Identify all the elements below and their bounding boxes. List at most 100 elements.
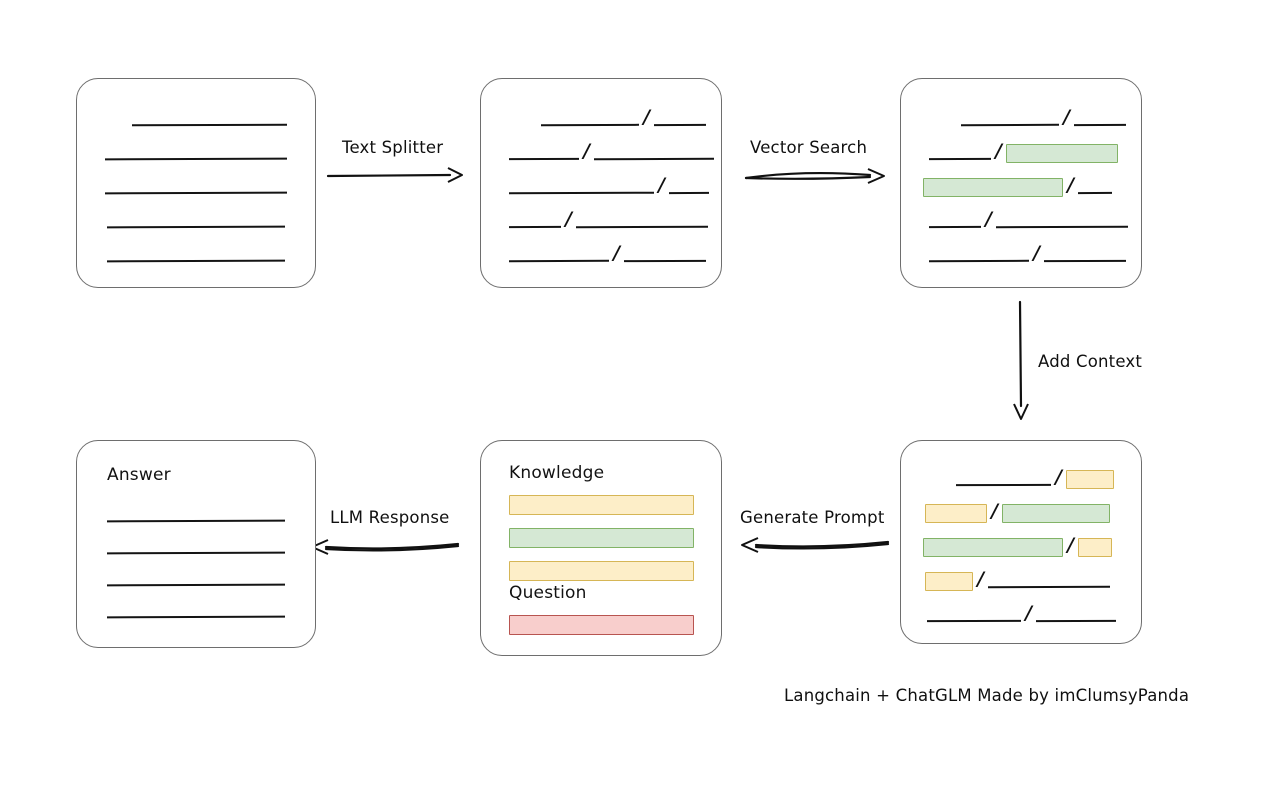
- context-chunk-highlight: [925, 504, 987, 523]
- arrow-text-splitter: Text Splitter: [326, 138, 466, 188]
- prompt-box-content: Knowledge Question: [481, 441, 721, 655]
- knowledge-bar: [509, 561, 694, 581]
- retrieved-chunk-highlight: [923, 178, 1063, 197]
- text-rule: [1073, 123, 1126, 127]
- knowledge-label: Knowledge: [509, 463, 605, 483]
- segment-separator: /: [658, 174, 665, 196]
- doc-line: /: [901, 569, 1141, 591]
- answer-label: Answer: [107, 465, 171, 485]
- text-rule: [540, 123, 640, 127]
- text-rule: [1035, 619, 1116, 623]
- context-document-lines: / / / / /: [901, 441, 1141, 643]
- doc-line: [77, 567, 315, 589]
- question-bar: [509, 615, 694, 635]
- retrieved-chunk-highlight: [923, 538, 1063, 557]
- segment-separator: /: [1067, 534, 1074, 556]
- knowledge-bar: [509, 528, 694, 548]
- text-rule: [508, 259, 610, 263]
- text-rule: [508, 191, 655, 195]
- doc-line: /: [901, 209, 1141, 231]
- text-rule: [106, 225, 286, 229]
- doc-line: [77, 209, 315, 231]
- arrow-right-icon: [744, 168, 885, 184]
- doc-line: /: [481, 209, 721, 231]
- text-rule: [1077, 191, 1112, 195]
- text-rule: [987, 585, 1110, 589]
- doc-line: /: [901, 501, 1141, 523]
- footer-credit: Langchain + ChatGLM Made by imClumsyPand…: [784, 686, 1190, 705]
- split-document-lines: / / / / /: [481, 79, 721, 287]
- doc-line: [77, 503, 315, 525]
- prompt-box: Knowledge Question: [480, 440, 722, 656]
- segment-separator: /: [613, 242, 620, 264]
- doc-line: /: [901, 535, 1141, 557]
- doc-line: /: [481, 107, 721, 129]
- text-rule: [106, 615, 286, 619]
- retrieved-chunk-highlight: [1005, 144, 1118, 163]
- doc-line: /: [901, 175, 1141, 197]
- doc-line: [77, 175, 315, 197]
- text-rule: [575, 225, 708, 229]
- segment-separator: /: [991, 500, 998, 522]
- segment-separator: /: [1067, 174, 1074, 196]
- retrieved-document-box: / / / / /: [900, 78, 1142, 288]
- context-document-box: / / / / /: [900, 440, 1142, 644]
- doc-line: /: [481, 243, 721, 265]
- arrow-left-icon: [311, 539, 460, 555]
- text-rule: [593, 157, 714, 161]
- context-chunk-highlight: [1077, 538, 1112, 557]
- arrow-generate-prompt: Generate Prompt: [740, 508, 890, 558]
- context-chunk-highlight: [925, 572, 973, 591]
- doc-line: /: [901, 141, 1141, 163]
- text-rule: [928, 157, 992, 161]
- arrow-label-add-context: Add Context: [1038, 352, 1143, 371]
- text-rule: [508, 157, 580, 161]
- doc-line: /: [901, 243, 1141, 265]
- segment-separator: /: [565, 208, 572, 230]
- text-rule: [131, 123, 288, 127]
- text-rule: [1043, 259, 1126, 263]
- text-rule: [995, 225, 1128, 229]
- doc-line: [77, 141, 315, 163]
- doc-line: [77, 599, 315, 621]
- segment-separator: /: [1063, 106, 1070, 128]
- segment-separator: /: [1025, 602, 1032, 624]
- text-rule: [668, 191, 709, 195]
- arrow-down-icon: [1013, 300, 1029, 420]
- text-rule: [508, 225, 562, 229]
- text-rule: [928, 225, 982, 229]
- doc-line: /: [481, 141, 721, 163]
- arrow-left-icon: [741, 537, 890, 553]
- knowledge-bar: [509, 495, 694, 515]
- text-rule: [926, 619, 1022, 623]
- retrieved-chunk-highlight: [1001, 504, 1110, 523]
- text-rule: [104, 157, 288, 161]
- arrow-add-context: Add Context: [1008, 300, 1178, 422]
- doc-line: [77, 535, 315, 557]
- segment-separator: /: [995, 140, 1002, 162]
- arrow-label-vector-search: Vector Search: [750, 138, 868, 157]
- doc-line: /: [901, 603, 1141, 625]
- doc-line: [77, 107, 315, 129]
- segment-separator: /: [583, 140, 590, 162]
- retrieved-document-lines: / / / / /: [901, 79, 1141, 287]
- arrow-label-text-splitter: Text Splitter: [342, 138, 444, 157]
- answer-box-content: Answer: [77, 441, 315, 647]
- text-rule: [106, 583, 286, 587]
- text-rule: [928, 259, 1030, 263]
- segment-separator: /: [643, 106, 650, 128]
- arrow-label-llm-response: LLM Response: [330, 508, 450, 527]
- arrow-right-icon: [326, 167, 463, 183]
- doc-line: /: [481, 175, 721, 197]
- arrow-label-generate-prompt: Generate Prompt: [740, 508, 885, 527]
- text-rule: [106, 259, 286, 263]
- text-rule: [623, 259, 706, 263]
- arrow-llm-response: LLM Response: [311, 508, 470, 558]
- question-label: Question: [509, 583, 587, 603]
- doc-line: /: [901, 107, 1141, 129]
- text-rule: [653, 123, 706, 127]
- arrow-vector-search: Vector Search: [744, 138, 890, 188]
- context-chunk-highlight: [1065, 470, 1114, 489]
- split-document-box: / / / / /: [480, 78, 722, 288]
